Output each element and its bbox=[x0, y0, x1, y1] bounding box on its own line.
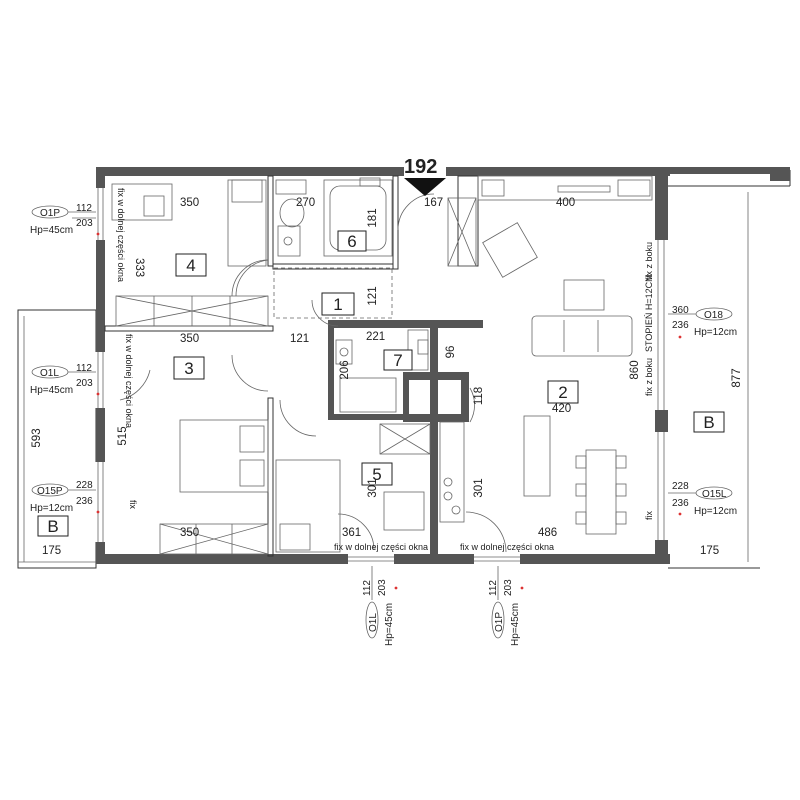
room-4-depth: 333 bbox=[133, 258, 145, 277]
window-hp: Hp=45cm bbox=[510, 603, 521, 646]
room-2-left-depth: 301 bbox=[473, 478, 485, 497]
window-width: 360 bbox=[672, 305, 689, 316]
room-1-label: 1 bbox=[333, 295, 342, 314]
room-2-width: 420 bbox=[552, 403, 571, 415]
window-width: 228 bbox=[672, 481, 689, 492]
note-fix-lower-bottom-1: fix w dolnej części okna bbox=[334, 542, 428, 552]
window-height: 236 bbox=[672, 498, 689, 509]
window-tag-o1p-bottom: 112 203 O1P Hp=45cm bbox=[488, 566, 521, 646]
room-labels: 1 2 3 4 5 6 7 bbox=[173, 230, 579, 486]
window-tag-o18: O18 360 236 Hp=12cm bbox=[668, 305, 737, 338]
terrace-left-depth: 593 bbox=[31, 428, 43, 447]
hall-118-dim: 118 bbox=[473, 387, 485, 405]
kitchen-top-width: 400 bbox=[556, 197, 575, 209]
window-hp: Hp=45cm bbox=[30, 385, 73, 396]
room-6-label: 6 bbox=[347, 232, 356, 251]
window-code: O1L bbox=[368, 613, 379, 632]
note-fix-lower-left-1: fix w dolnej części okna bbox=[116, 188, 126, 282]
wc-7-right-dim: 96 bbox=[445, 346, 457, 359]
window-code: O1L bbox=[40, 368, 59, 379]
room-4-bottom-width: 350 bbox=[180, 333, 199, 345]
terrace-right-depth: 877 bbox=[731, 368, 743, 387]
hall-1-fixtures bbox=[235, 259, 393, 437]
window-width: 228 bbox=[76, 480, 93, 491]
window-height: 203 bbox=[76, 218, 93, 229]
room-7-label: 7 bbox=[393, 351, 402, 370]
terrace-right-width: 175 bbox=[700, 545, 719, 557]
window-hp: Hp=12cm bbox=[694, 506, 737, 517]
window-tag-o15l: O15L 228 236 Hp=12cm bbox=[668, 481, 737, 517]
note-fix-lower-bottom-2: fix w dolnej części okna bbox=[460, 542, 554, 552]
hall-right-dim: 167 bbox=[424, 197, 443, 209]
window-code: O15P bbox=[37, 486, 63, 497]
window-height: 236 bbox=[76, 496, 93, 507]
window-width: 112 bbox=[488, 580, 499, 596]
room-2-label: 2 bbox=[558, 383, 567, 402]
window-tag-o15p: O15P 228 236 Hp=12cm bbox=[30, 480, 96, 514]
room-3-bottom-width: 350 bbox=[180, 527, 199, 539]
window-code: O1P bbox=[494, 612, 505, 632]
apartment-number: 192 bbox=[404, 156, 437, 178]
room-3-furniture bbox=[119, 354, 269, 555]
note-fix-side-2: fix z boku bbox=[644, 358, 654, 396]
note-fix-right: fix bbox=[644, 511, 654, 521]
room-6-width: 270 bbox=[296, 197, 315, 209]
window-code: O1P bbox=[40, 208, 60, 219]
terrace-right-label: B bbox=[703, 413, 714, 432]
room-4-label: 4 bbox=[186, 256, 195, 275]
terrace-left-label: B bbox=[47, 517, 58, 536]
room-1-width: 121 bbox=[290, 333, 309, 345]
room-5-label: 5 bbox=[372, 465, 381, 484]
window-width: 112 bbox=[76, 203, 92, 214]
window-width: 112 bbox=[76, 363, 92, 374]
wc-7-fixtures bbox=[335, 329, 429, 413]
window-code: O18 bbox=[704, 310, 723, 321]
window-height: 203 bbox=[503, 579, 514, 596]
window-openings bbox=[95, 166, 669, 565]
note-fix-left: fix bbox=[128, 500, 138, 510]
dimensions: 350 333 350 515 350 270 181 167 400 1 21 … bbox=[31, 197, 743, 557]
room-2-furniture bbox=[439, 175, 653, 553]
room-1-depth: 121 bbox=[367, 286, 379, 305]
window-hp: Hp=12cm bbox=[694, 327, 737, 338]
entrance-marker bbox=[404, 178, 446, 196]
notes: fix w dolnej części okna fix w dolnej cz… bbox=[116, 188, 654, 552]
room-6-depth: 181 bbox=[367, 208, 379, 227]
terrace-labels: B B bbox=[37, 411, 725, 537]
note-fix-side-1: fix z boku bbox=[644, 242, 654, 280]
note-step: STOPIEŃ H=12CM bbox=[644, 274, 654, 352]
window-width: 112 bbox=[362, 580, 373, 596]
terrace-left-width: 175 bbox=[42, 545, 61, 557]
window-hp: Hp=45cm bbox=[30, 225, 73, 236]
room-3-depth: 515 bbox=[117, 426, 129, 445]
room-5-width: 361 bbox=[342, 527, 361, 539]
interior-walls bbox=[104, 175, 483, 557]
window-height: 203 bbox=[76, 378, 93, 389]
window-tag-o1p-left: O1P 112 203 Hp=45cm bbox=[30, 203, 96, 236]
red-markers bbox=[96, 232, 682, 590]
window-code: O15L bbox=[702, 489, 727, 500]
room-7-width: 221 bbox=[366, 331, 385, 343]
window-tag-o1l-bottom: 112 203 O1L Hp=45cm bbox=[362, 566, 395, 646]
window-hp: Hp=45cm bbox=[384, 603, 395, 646]
window-tag-o1l-left: O1L 112 203 Hp=45cm bbox=[30, 363, 96, 396]
room-2-depth: 860 bbox=[629, 360, 641, 379]
room-5-furniture bbox=[275, 423, 431, 553]
bathroom-6-fixtures bbox=[275, 177, 435, 257]
window-height: 236 bbox=[672, 320, 689, 331]
room-5-depth: 301 bbox=[367, 478, 379, 497]
room-4-width: 350 bbox=[180, 197, 199, 209]
window-height: 203 bbox=[377, 579, 388, 596]
room-7-depth: 206 bbox=[339, 360, 351, 379]
window-hp: Hp=12cm bbox=[30, 503, 73, 514]
room-3-label: 3 bbox=[184, 359, 193, 378]
room-4-furniture bbox=[111, 179, 269, 327]
note-fix-lower-left-2: fix w dolnej części okna bbox=[124, 334, 134, 428]
room-2-bottom-width: 486 bbox=[538, 527, 557, 539]
